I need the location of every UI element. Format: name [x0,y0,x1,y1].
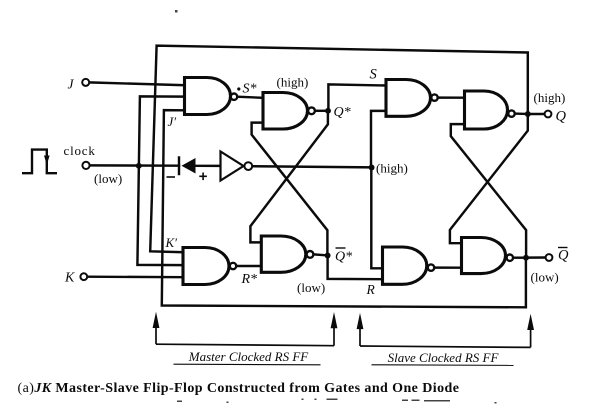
svg-text:(high): (high) [534,90,566,105]
svg-text:(high): (high) [277,75,309,90]
svg-text:J: J [68,77,75,92]
svg-text:(high): (high) [376,160,408,175]
svg-text:R*: R* [241,272,258,287]
svg-text:Q*: Q* [335,250,352,265]
svg-text:K: K [64,271,75,286]
svg-text:clock: clock [64,143,96,158]
svg-text:S: S [370,67,378,83]
svg-text:Q: Q [556,108,567,124]
svg-text:(a)JK Master-Slave Flip-Flop C: (a)JK Master-Slave Flip-Flop Constructed… [18,381,460,396]
svg-text:(low): (low) [531,270,559,285]
svg-text:Q*: Q* [334,105,351,120]
svg-text:(low): (low) [297,280,325,295]
svg-text:Q: Q [558,248,569,264]
svg-text:K′: K′ [165,235,178,250]
svg-text:J′: J′ [168,114,177,129]
svg-text:S*: S* [243,82,257,97]
svg-text:Master Clocked RS FF: Master Clocked RS FF [188,349,310,364]
svg-text:Slave Clocked RS FF: Slave Clocked RS FF [388,350,500,365]
svg-text:R: R [366,282,376,297]
svg-text:(low): (low) [94,171,122,186]
